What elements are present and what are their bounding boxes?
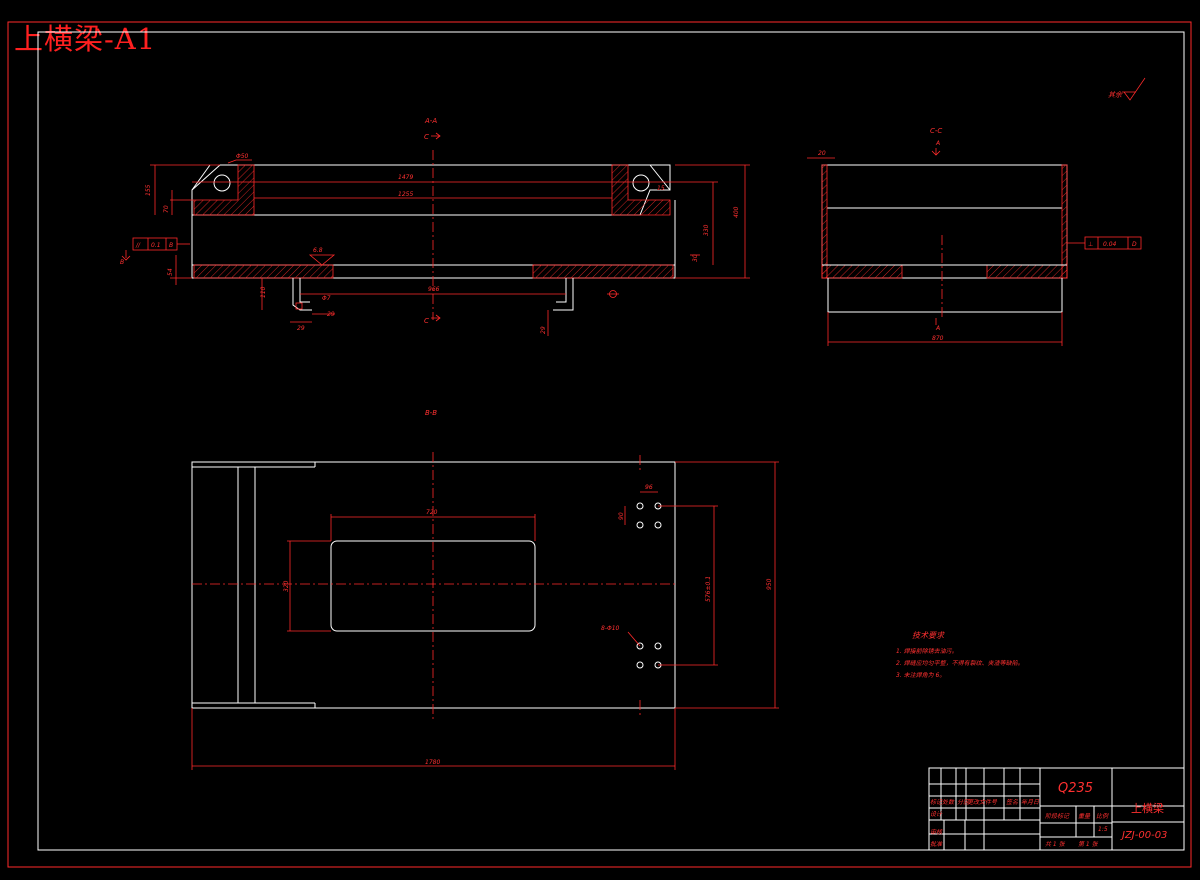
svg-text:29: 29 <box>540 326 547 334</box>
svg-text:1479: 1479 <box>398 174 413 181</box>
svg-text:400: 400 <box>733 206 740 218</box>
svg-text:29: 29 <box>327 311 335 318</box>
aa-bottom-right <box>532 264 674 279</box>
svg-text:Φ7: Φ7 <box>322 295 331 302</box>
cc-outline <box>821 164 1068 279</box>
aa-right-lug <box>553 278 574 311</box>
svg-text:320: 320 <box>283 580 290 592</box>
svg-text:90: 90 <box>618 512 625 520</box>
svg-text:第 1 张: 第 1 张 <box>1078 840 1099 848</box>
svg-text:标记: 标记 <box>930 798 943 806</box>
svg-text:共 1 张: 共 1 张 <box>1045 841 1066 848</box>
svg-text:20: 20 <box>818 150 826 157</box>
bb-hole <box>636 642 644 650</box>
bb-hole <box>654 642 662 650</box>
svg-text:0.04: 0.04 <box>1103 241 1117 248</box>
svg-text:6.8: 6.8 <box>313 247 323 254</box>
svg-text:1:5: 1:5 <box>1098 826 1108 833</box>
svg-text:155: 155 <box>145 184 152 196</box>
svg-text:C-C: C-C <box>930 127 942 135</box>
bb-hole <box>636 661 644 669</box>
svg-text:720: 720 <box>426 509 438 516</box>
svg-text:330: 330 <box>703 224 710 236</box>
aa-left-lug <box>292 278 312 311</box>
inner-border <box>37 31 1185 851</box>
svg-text:D: D <box>1132 241 1137 248</box>
svg-text:966: 966 <box>428 286 440 293</box>
aa-left-hole <box>213 174 231 192</box>
svg-text:0.1: 0.1 <box>151 242 161 249</box>
roughness-label: 其余 <box>1108 91 1123 99</box>
svg-text:96: 96 <box>645 484 653 491</box>
svg-text:B: B <box>169 242 173 249</box>
view-bb: B-B 720 320 96 90 <box>191 409 779 770</box>
svg-text:B-B: B-B <box>425 409 437 417</box>
svg-text:⊥: ⊥ <box>1088 241 1093 248</box>
bb-hole <box>654 521 662 529</box>
svg-text:2. 焊缝应均匀平整，不得有裂纹、夹渣等缺陷。: 2. 焊缝应均匀平整，不得有裂纹、夹渣等缺陷。 <box>896 659 1024 667</box>
svg-text:审核: 审核 <box>930 828 943 836</box>
svg-text:B: B <box>120 259 124 266</box>
svg-text:阶段标记: 阶段标记 <box>1045 812 1070 820</box>
cut-c-bottom: C <box>424 317 429 325</box>
aa-right-gusset <box>611 164 671 216</box>
svg-text:更改文件号: 更改文件号 <box>967 798 998 806</box>
aa-left-gusset <box>193 164 255 216</box>
view-aa-label: A-A <box>424 117 437 125</box>
bb-hole <box>636 502 644 510</box>
svg-text:比例: 比例 <box>1096 812 1109 820</box>
bb-outline <box>191 461 676 709</box>
svg-text:A: A <box>935 325 940 332</box>
svg-text:870: 870 <box>932 335 944 342</box>
cut-c-top: C <box>424 133 429 141</box>
svg-text:重量: 重量 <box>1078 813 1091 820</box>
bb-window <box>330 540 536 632</box>
view-aa: A-A C C 1479 1255 966 Φ50 15 <box>120 117 750 336</box>
svg-text:70: 70 <box>163 205 170 213</box>
svg-text:576±0.1: 576±0.1 <box>705 576 712 602</box>
outer-border <box>7 21 1192 868</box>
svg-text:处数: 处数 <box>942 798 955 806</box>
aa-bottom-left <box>193 264 334 279</box>
tech-requirements: 技术要求 1. 焊接前除锈去油污。 2. 焊缝应均匀平整，不得有裂纹、夹渣等缺陷… <box>896 631 1024 679</box>
svg-text:A: A <box>935 140 940 147</box>
svg-text://: // <box>135 242 141 249</box>
svg-text:1. 焊接前除锈去油污。: 1. 焊接前除锈去油污。 <box>896 647 958 655</box>
roughness-symbol <box>1122 77 1146 101</box>
svg-text:年月日: 年月日 <box>1021 798 1040 806</box>
svg-text:950: 950 <box>766 578 773 590</box>
svg-text:设计: 设计 <box>930 810 943 818</box>
part-name: 上横梁 <box>1131 801 1164 815</box>
svg-text:15: 15 <box>657 185 665 192</box>
material: Q235 <box>1058 781 1093 796</box>
title-block: 标记 处数 分区 更改文件号 签名 年月日 设计 审核 批准 阶段标记 重量 比… <box>928 767 1185 851</box>
view-cc: C-C A A 20 870 ⊥ 0.04 D <box>807 127 1142 346</box>
aa-right-hole <box>632 174 650 192</box>
bb-hole <box>636 521 644 529</box>
svg-text:3. 未注焊角为 6。: 3. 未注焊角为 6。 <box>896 671 945 679</box>
svg-text:110: 110 <box>260 286 267 298</box>
svg-text:分区: 分区 <box>957 799 970 806</box>
svg-text:8-Φ10: 8-Φ10 <box>601 625 620 632</box>
svg-text:1255: 1255 <box>398 191 413 198</box>
aa-body-outline <box>191 164 671 216</box>
cc-base <box>827 278 1063 313</box>
svg-text:1780: 1780 <box>425 759 440 766</box>
svg-text:批准: 批准 <box>930 840 943 848</box>
svg-text:签名: 签名 <box>1006 798 1019 806</box>
svg-text:54: 54 <box>167 268 174 276</box>
drawing-number: JZJ-00-03 <box>1120 830 1167 841</box>
svg-text:30: 30 <box>692 254 699 262</box>
svg-text:Φ50: Φ50 <box>236 153 249 160</box>
svg-text:技术要求: 技术要求 <box>912 631 945 640</box>
svg-text:29: 29 <box>297 325 305 332</box>
